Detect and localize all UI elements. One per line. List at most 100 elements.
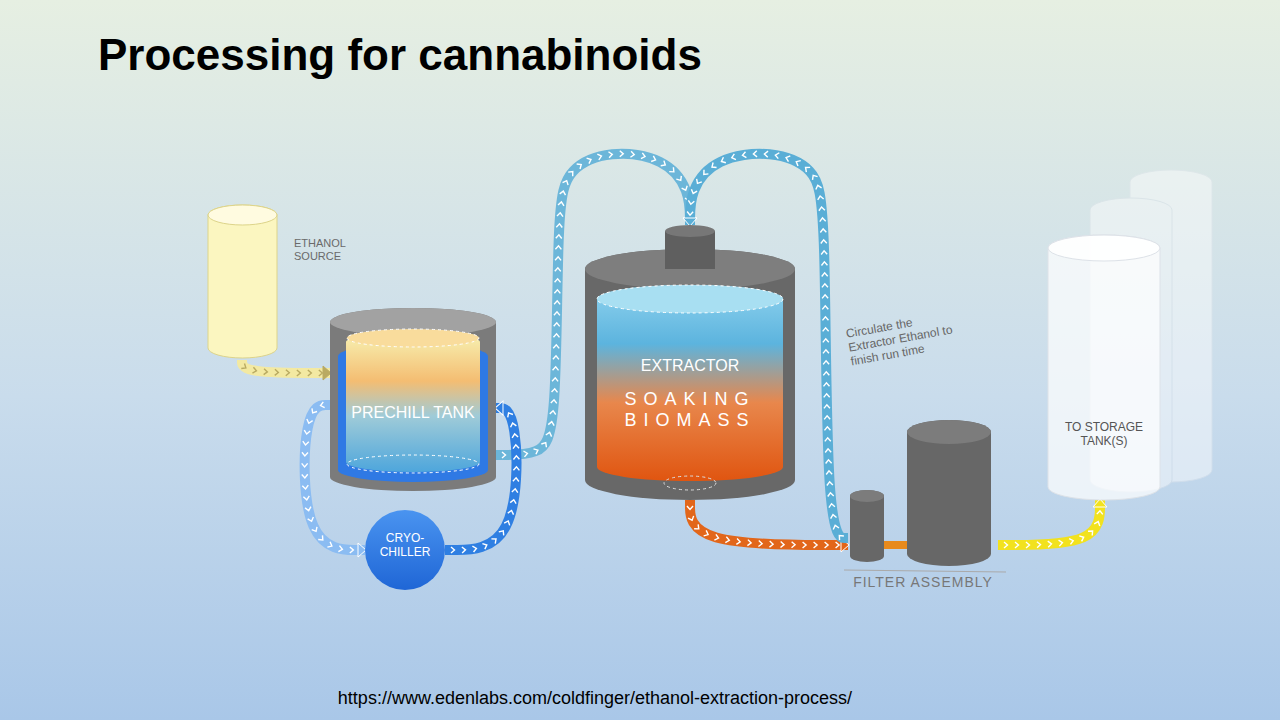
flow-chevron bbox=[302, 441, 308, 445]
flow-chevron bbox=[553, 345, 559, 349]
storage-tank: TO STORAGE TANK(S) bbox=[1048, 235, 1160, 500]
pipe-note: Circulate the Extractor Ethanol to finis… bbox=[845, 309, 962, 369]
flow-chevron bbox=[804, 165, 811, 172]
node-label: ETHANOL SOURCE bbox=[294, 237, 366, 262]
flow-chevron bbox=[241, 363, 247, 370]
flow-chevron bbox=[555, 279, 561, 283]
flow-chevron bbox=[827, 482, 833, 486]
arrow-head bbox=[683, 218, 697, 226]
node-label: FILTER ASSEMBLY bbox=[842, 574, 1004, 590]
flow-chevron bbox=[587, 157, 593, 164]
pipe-group bbox=[998, 499, 1107, 548]
flow-chevron bbox=[687, 212, 693, 216]
flow-chevron bbox=[297, 370, 301, 376]
node-label: TO STORAGE TANK(S) bbox=[1054, 421, 1154, 449]
flow-chevron bbox=[502, 452, 506, 458]
flow-chevron bbox=[710, 163, 716, 170]
flow-chevron bbox=[747, 540, 751, 546]
large-filter bbox=[907, 420, 991, 566]
flow-chevron bbox=[753, 151, 757, 157]
shape-art bbox=[208, 205, 277, 358]
flow-chevron bbox=[302, 452, 308, 456]
flow-chevron bbox=[504, 520, 511, 526]
flow-chevron bbox=[821, 251, 827, 255]
flow-chevron bbox=[824, 416, 830, 420]
flow-chevron bbox=[533, 447, 539, 454]
flow-chevron bbox=[823, 339, 829, 343]
flow-chevron bbox=[823, 372, 829, 376]
arrow-head bbox=[358, 543, 366, 557]
flow-chevron bbox=[608, 151, 612, 157]
flow-chevron bbox=[510, 499, 517, 503]
flow-chevron bbox=[687, 506, 693, 510]
cylinder-top bbox=[1048, 235, 1160, 261]
flow-pipe bbox=[242, 360, 330, 373]
flow-chevron bbox=[554, 301, 560, 305]
tank-bottom bbox=[347, 455, 479, 473]
flow-chevron bbox=[821, 262, 827, 266]
node-outline bbox=[330, 308, 496, 493]
flow-chevron bbox=[1037, 542, 1041, 548]
flow-chevron bbox=[548, 421, 554, 425]
flow-chevron bbox=[822, 306, 828, 310]
flow-chevron bbox=[556, 235, 562, 239]
extractor-vessel: EXTRACTORSOAKING BIOMASS bbox=[585, 225, 795, 500]
flow-chevron bbox=[725, 537, 729, 544]
flow-chevron bbox=[682, 186, 689, 191]
flow-chevron bbox=[302, 463, 308, 467]
nozzle-top bbox=[665, 225, 715, 237]
source-url: https://www.edenlabs.com/coldfinger/etha… bbox=[0, 688, 1190, 709]
flow-chevron bbox=[557, 213, 563, 217]
flow-chevron bbox=[556, 224, 562, 228]
flow-chevron bbox=[338, 546, 343, 553]
slide-title: Processing for cannabinoids bbox=[98, 30, 702, 80]
flow-chevron bbox=[552, 378, 558, 382]
shape-art bbox=[585, 225, 795, 500]
flow-chevron bbox=[641, 153, 646, 160]
flow-chevron bbox=[630, 151, 634, 157]
flow-chevron bbox=[319, 370, 323, 376]
flow-chevron bbox=[312, 527, 319, 533]
flow-chevron bbox=[688, 200, 694, 204]
node-label: CRYO-CHILLER bbox=[369, 532, 441, 560]
flow-chevron bbox=[472, 545, 477, 552]
shape-art bbox=[1048, 235, 1160, 500]
flow-chevron bbox=[815, 184, 822, 189]
flow-chevron bbox=[327, 542, 333, 549]
arrow-head bbox=[323, 366, 331, 380]
flow-chevron bbox=[512, 434, 518, 438]
flow-chevron bbox=[553, 367, 559, 371]
flow-chevron bbox=[825, 449, 831, 453]
shape-art bbox=[844, 420, 1006, 572]
flow-chevron bbox=[568, 170, 575, 177]
chiller-circle bbox=[365, 510, 445, 590]
flow-chevron bbox=[837, 533, 844, 540]
flow-chevron bbox=[554, 290, 560, 294]
flow-chevron bbox=[318, 535, 325, 542]
flow-chevron bbox=[513, 467, 519, 471]
flow-chevron bbox=[823, 383, 829, 387]
flow-chevron bbox=[690, 189, 697, 194]
flow-chevron bbox=[558, 202, 564, 206]
flow-chevron bbox=[769, 541, 773, 547]
flow-chevron bbox=[308, 370, 312, 376]
flow-chevron bbox=[1004, 542, 1008, 548]
flow-chevron bbox=[513, 456, 519, 460]
flow-chevron bbox=[554, 323, 560, 327]
flow-chevron bbox=[512, 488, 518, 492]
flow-chevron bbox=[775, 152, 779, 159]
flow-chevron bbox=[785, 155, 790, 162]
flow-chevron bbox=[651, 156, 656, 163]
prechill-tank: PRECHILL TANK bbox=[330, 308, 496, 493]
flow-chevron bbox=[555, 246, 561, 250]
node-label: PRECHILL TANK bbox=[348, 404, 478, 422]
flow-chevron bbox=[306, 419, 313, 424]
flow-chevron bbox=[830, 514, 836, 518]
flow-chevron bbox=[720, 157, 726, 164]
flow-chevron bbox=[811, 174, 818, 180]
flow-chevron bbox=[551, 400, 557, 404]
flow-chevron bbox=[822, 284, 828, 288]
flow-chevron bbox=[826, 471, 832, 475]
flow-chevron bbox=[829, 503, 835, 507]
flow-chevron bbox=[305, 507, 312, 512]
